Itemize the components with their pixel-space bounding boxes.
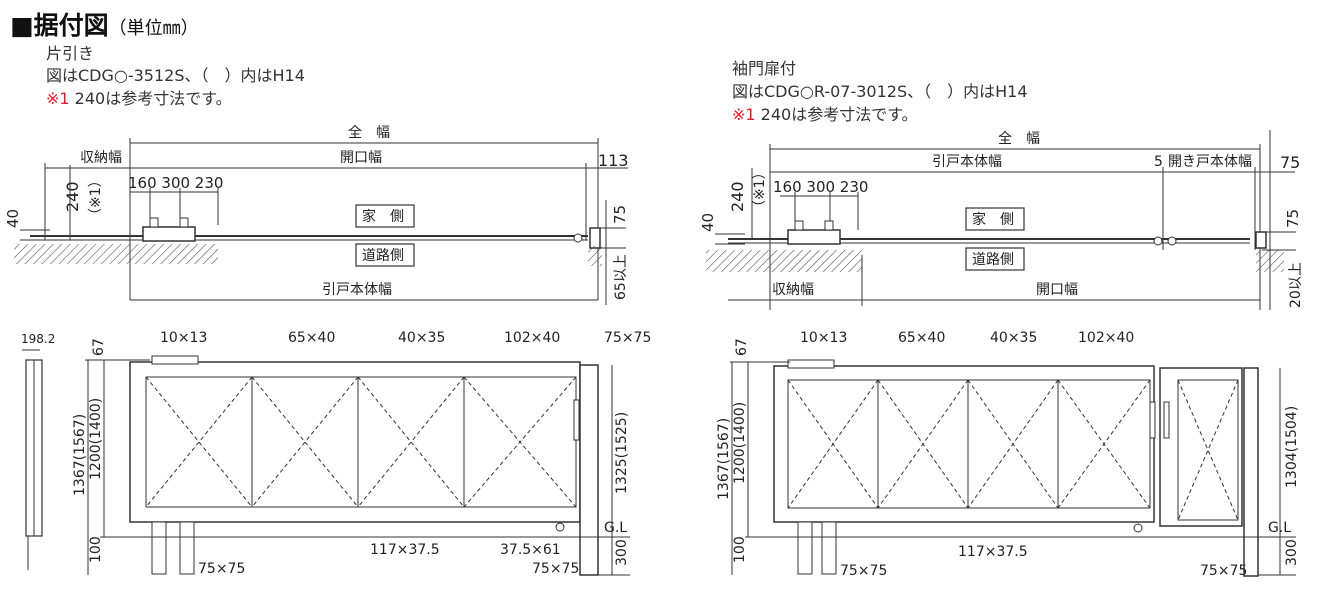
- right-p10x13: 10×13: [800, 330, 847, 346]
- left-doro-gawa: 道路側: [362, 248, 404, 264]
- left-p40x35: 40×35: [398, 330, 445, 346]
- left-p37-5x61: 37.5×61: [500, 542, 561, 558]
- right-p40x35: 40×35: [990, 330, 1037, 346]
- right-zen-haba: 全 幅: [998, 130, 1040, 147]
- right-gl: G.L: [1268, 520, 1291, 536]
- right-note-text: 240は参考寸法です。: [755, 105, 918, 124]
- right-doro-gawa: 道路側: [972, 252, 1014, 268]
- right-shuno-haba: 収納幅: [772, 282, 814, 298]
- left-note: ※1 240は参考寸法です。: [46, 85, 232, 109]
- left-kaiko-haba: 開口幅: [340, 150, 382, 166]
- left-p75x75-b2: 75×75: [532, 561, 579, 577]
- right-plan-labels: 全 幅 引戸本体幅 5 開き戸本体幅 75 160 300 230 240 （※…: [699, 130, 1304, 308]
- right-d160-300-230: 160 300 230: [773, 178, 868, 196]
- left-ie-gawa: 家 側: [362, 208, 404, 225]
- unit-label: （単位㎜）: [108, 18, 199, 39]
- right-p75x75-b2: 75×75: [1200, 563, 1247, 579]
- right-p102x40: 102×40: [1078, 330, 1134, 346]
- left-elevation-labels: 198.2 67 10×13 65×40 40×35 102×40 75×75 …: [21, 330, 651, 577]
- left-note-mark: ※1: [46, 89, 70, 108]
- left-h1367: 1367(1567): [72, 414, 88, 496]
- left-d240-note: （※1）: [88, 173, 104, 222]
- left-shuno-haba: 収納幅: [80, 150, 122, 166]
- left-note-text: 240は参考寸法です。: [69, 89, 232, 108]
- right-p75x75-b1: 75×75: [840, 563, 887, 579]
- right-d67: 67: [734, 338, 750, 356]
- left-h1200: 1200(1400): [88, 398, 104, 480]
- left-p75x75-top: 75×75: [604, 330, 651, 346]
- left-d40: 40: [4, 209, 22, 228]
- right-d20: 20以上: [1288, 262, 1304, 308]
- left-plan-view: [14, 138, 628, 305]
- right-d75b: 75: [1284, 209, 1302, 228]
- right-type-label: 袖門扉付: [732, 59, 797, 78]
- right-h1367: 1367(1567): [716, 418, 732, 500]
- right-d100: 100: [732, 536, 748, 563]
- right-elevation-labels: 67 10×13 65×40 40×35 102×40 1367(1567) 1…: [716, 330, 1300, 579]
- right-d75a: 75: [1280, 153, 1300, 172]
- page-title: ■据付図（単位㎜）: [10, 11, 199, 40]
- right-note-mark: ※1: [732, 105, 756, 124]
- right-p65x40: 65×40: [898, 330, 945, 346]
- right-h1200: 1200(1400): [732, 402, 748, 484]
- right-d240-note: （※1）: [752, 165, 768, 214]
- left-p10x13: 10×13: [160, 330, 207, 346]
- right-d300: 300: [1284, 539, 1300, 566]
- left-ref-line: 図はCDG○-3512S、（ ）内はH14: [46, 66, 305, 85]
- left-d240: 240: [63, 181, 82, 212]
- left-p117: 117×37.5: [370, 542, 440, 558]
- right-d5: 5: [1154, 154, 1163, 170]
- right-d240: 240: [728, 181, 747, 212]
- right-kaiko-haba: 開口幅: [1036, 282, 1078, 298]
- left-d67: 67: [91, 338, 107, 356]
- left-d198: 198.2: [21, 332, 55, 346]
- right-d40: 40: [699, 213, 717, 232]
- left-d300: 300: [614, 539, 630, 566]
- right-hirakido-haba: 開き戸本体幅: [1168, 154, 1252, 170]
- left-zen-haba: 全 幅: [348, 124, 390, 141]
- left-hikido-hontai-haba: 引戸本体幅: [322, 282, 392, 298]
- right-elevation: [730, 359, 1296, 577]
- left-d65: 65以上: [613, 254, 629, 300]
- right-h1304: 1304(1504): [1284, 406, 1300, 488]
- left-side-view: [22, 349, 43, 570]
- left-d75: 75: [611, 205, 629, 224]
- left-d113: 113: [598, 151, 629, 170]
- left-p102x40: 102×40: [504, 330, 560, 346]
- left-h1325: 1325(1525): [614, 412, 630, 494]
- left-d160-300-230: 160 300 230: [128, 174, 223, 192]
- left-plan-labels: 全 幅 収納幅 開口幅 113 160 300 230 240 （※1） 40 …: [4, 124, 629, 300]
- right-note: ※1 240は参考寸法です。: [732, 101, 918, 125]
- left-elevation: [85, 355, 630, 576]
- left-d100: 100: [88, 536, 104, 563]
- right-ie-gawa: 家 側: [972, 211, 1014, 228]
- right-plan-view: [706, 130, 1296, 310]
- left-p65x40: 65×40: [288, 330, 335, 346]
- right-p117: 117×37.5: [958, 544, 1028, 560]
- left-gl: G.L: [604, 520, 627, 536]
- left-type-label: 片引き: [46, 44, 95, 63]
- left-p75x75-b1: 75×75: [198, 561, 245, 577]
- right-hikido-hontai-haba: 引戸本体幅: [932, 154, 1002, 170]
- right-ref-line: 図はCDG○R-07-3012S、（ ）内はH14: [732, 82, 1028, 101]
